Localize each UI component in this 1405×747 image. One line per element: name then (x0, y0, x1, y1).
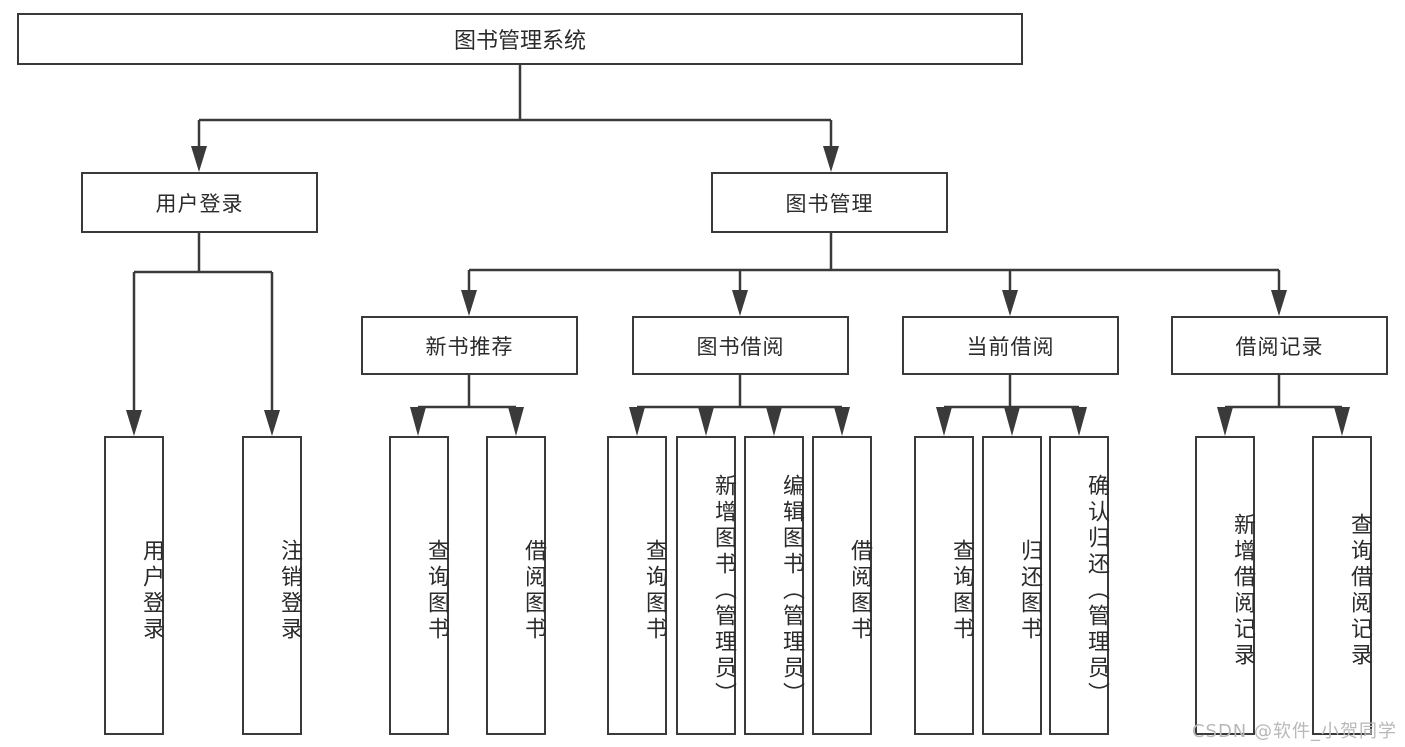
leaf-cb-query-book[interactable]: 查询图书 (914, 436, 974, 735)
leaf-logout-label: 注销登录 (277, 538, 302, 643)
arrowhead-new-book (461, 290, 477, 316)
node-current-borrow-label: 当前借阅 (966, 334, 1055, 359)
arrowhead-borrow-record (1271, 290, 1287, 316)
leaf-bb-borrow-book-label: 借阅图书 (847, 538, 872, 643)
leaf-nb-borrow-book-label: 借阅图书 (521, 538, 546, 643)
arrowhead-current-borrow (1002, 290, 1018, 316)
leaf-nb-query-book[interactable]: 查询图书 (389, 436, 449, 735)
arrowhead-cb-leaf-2 (1004, 407, 1020, 436)
arrowhead-user-login (191, 146, 207, 172)
leaf-bb-query-book-label: 查询图书 (642, 538, 667, 643)
arrowhead-cb-leaf-1 (936, 407, 952, 436)
arrowhead-bb-leaf-4 (834, 407, 850, 436)
node-root[interactable]: 图书管理系统 (17, 13, 1023, 65)
leaf-cb-return-book[interactable]: 归还图书 (982, 436, 1042, 735)
leaf-nb-query-book-label: 查询图书 (424, 538, 449, 643)
leaf-br-query-record[interactable]: 查询借阅记录 (1312, 436, 1372, 735)
arrowhead-leaf-logout (264, 410, 280, 436)
node-book-borrow[interactable]: 图书借阅 (632, 316, 849, 375)
node-book-management-label: 图书管理 (785, 191, 874, 216)
arrowhead-cb-leaf-3 (1071, 407, 1087, 436)
leaf-br-query-record-label: 查询借阅记录 (1347, 512, 1372, 669)
node-user-login[interactable]: 用户登录 (81, 172, 318, 233)
leaf-br-add-record-label: 新增借阅记录 (1230, 512, 1255, 669)
node-borrow-record-label: 借阅记录 (1235, 334, 1324, 359)
node-new-book-recommend-label: 新书推荐 (425, 334, 514, 359)
leaf-cb-return-book-label: 归还图书 (1017, 538, 1042, 643)
watermark: CSDN @软件_小贺同学 (1191, 721, 1397, 742)
node-book-management[interactable]: 图书管理 (711, 172, 948, 233)
node-root-label: 图书管理系统 (453, 29, 586, 54)
leaf-bb-query-book[interactable]: 查询图书 (607, 436, 667, 735)
leaf-cb-query-book-label: 查询图书 (949, 538, 974, 643)
arrowhead-bb-leaf-3 (766, 407, 782, 436)
leaf-bb-borrow-book[interactable]: 借阅图书 (812, 436, 872, 735)
leaf-user-login[interactable]: 用户登录 (104, 436, 164, 735)
leaf-user-login-label: 用户登录 (139, 538, 164, 643)
node-current-borrow[interactable]: 当前借阅 (902, 316, 1119, 375)
node-user-login-label: 用户登录 (155, 191, 244, 216)
arrowhead-nb-leaf-2 (508, 407, 524, 436)
arrowhead-book-borrow (732, 290, 748, 316)
leaf-logout[interactable]: 注销登录 (242, 436, 302, 735)
arrowhead-bb-leaf-2 (698, 407, 714, 436)
leaf-cb-confirm-return-admin[interactable]: 确认归还（管理员） (1049, 436, 1109, 735)
arrowhead-bb-leaf-1 (629, 407, 645, 436)
arrowhead-br-leaf-1 (1217, 407, 1233, 436)
arrowhead-leaf-user-login (126, 410, 142, 436)
node-new-book-recommend[interactable]: 新书推荐 (361, 316, 578, 375)
arrowhead-nb-leaf-1 (410, 407, 426, 436)
arrowhead-book-mgmt (823, 146, 839, 172)
leaf-cb-confirm-return-admin-label: 确认归还（管理员） (1084, 473, 1109, 708)
leaf-bb-add-book-admin[interactable]: 新增图书（管理员） (676, 436, 736, 735)
node-borrow-record[interactable]: 借阅记录 (1171, 316, 1388, 375)
leaf-br-add-record[interactable]: 新增借阅记录 (1195, 436, 1255, 735)
leaf-bb-add-book-admin-label: 新增图书（管理员） (711, 473, 736, 708)
arrowhead-br-leaf-2 (1334, 407, 1350, 436)
leaf-bb-edit-book-admin-label: 编辑图书（管理员） (779, 473, 804, 708)
leaf-nb-borrow-book[interactable]: 借阅图书 (486, 436, 546, 735)
leaf-bb-edit-book-admin[interactable]: 编辑图书（管理员） (744, 436, 804, 735)
node-book-borrow-label: 图书借阅 (696, 334, 785, 359)
